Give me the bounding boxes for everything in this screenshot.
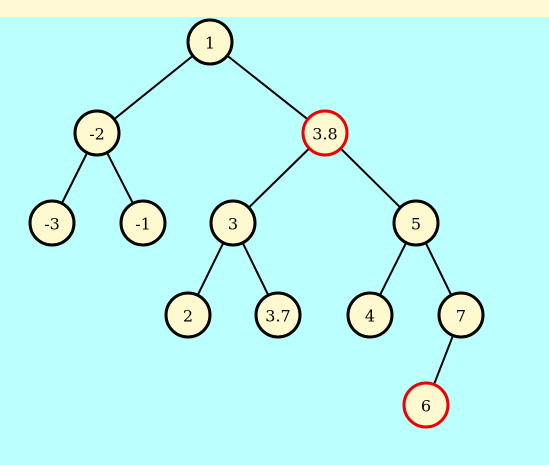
top-bar [0,0,549,17]
edge-n1-nm2 [96,41,211,134]
tree-node-nm3: -3 [28,199,76,247]
edge-n1-n3_8 [209,41,326,134]
node-label: 6 [421,397,431,416]
node-circle [254,291,302,339]
node-circle [437,291,485,339]
node-label: -2 [89,125,105,144]
tree-node-n5: 5 [392,199,440,247]
node-circle [164,291,212,339]
node-label: 2 [183,307,193,326]
highlighted-node-circle [301,109,349,157]
highlighted-node-circle [402,381,450,429]
node-circle [186,18,234,66]
tree-node-n3: 3 [209,199,257,247]
node-circle [209,199,257,247]
node-label: -1 [135,215,151,234]
tree-node-nm2: -2 [73,109,121,157]
tree-node-n4: 4 [346,291,394,339]
node-circle [119,199,167,247]
tree-node-n1: 1 [186,18,234,66]
node-label: 4 [365,307,375,326]
tree-node-n6: 6 [402,381,450,429]
node-label: 3.8 [312,125,337,144]
nodes-layer: 1 -2 3.8 -3 -1 3 5 2 3.7 4 7 6 [28,18,485,429]
node-label: 7 [456,307,466,326]
tree-node-n3_7: 3.7 [254,291,302,339]
node-label: -3 [44,215,60,234]
tree-node-n7: 7 [437,291,485,339]
node-circle [73,109,121,157]
tree-node-nm1: -1 [119,199,167,247]
node-label: 5 [411,215,421,234]
node-label: 3.7 [265,307,290,326]
node-circle [28,199,76,247]
node-label: 1 [205,34,215,53]
tree-node-n3_8: 3.8 [301,109,349,157]
tree-node-n2: 2 [164,291,212,339]
node-label: 3 [228,215,238,234]
node-circle [392,199,440,247]
tree-canvas [0,17,549,465]
node-circle [346,291,394,339]
